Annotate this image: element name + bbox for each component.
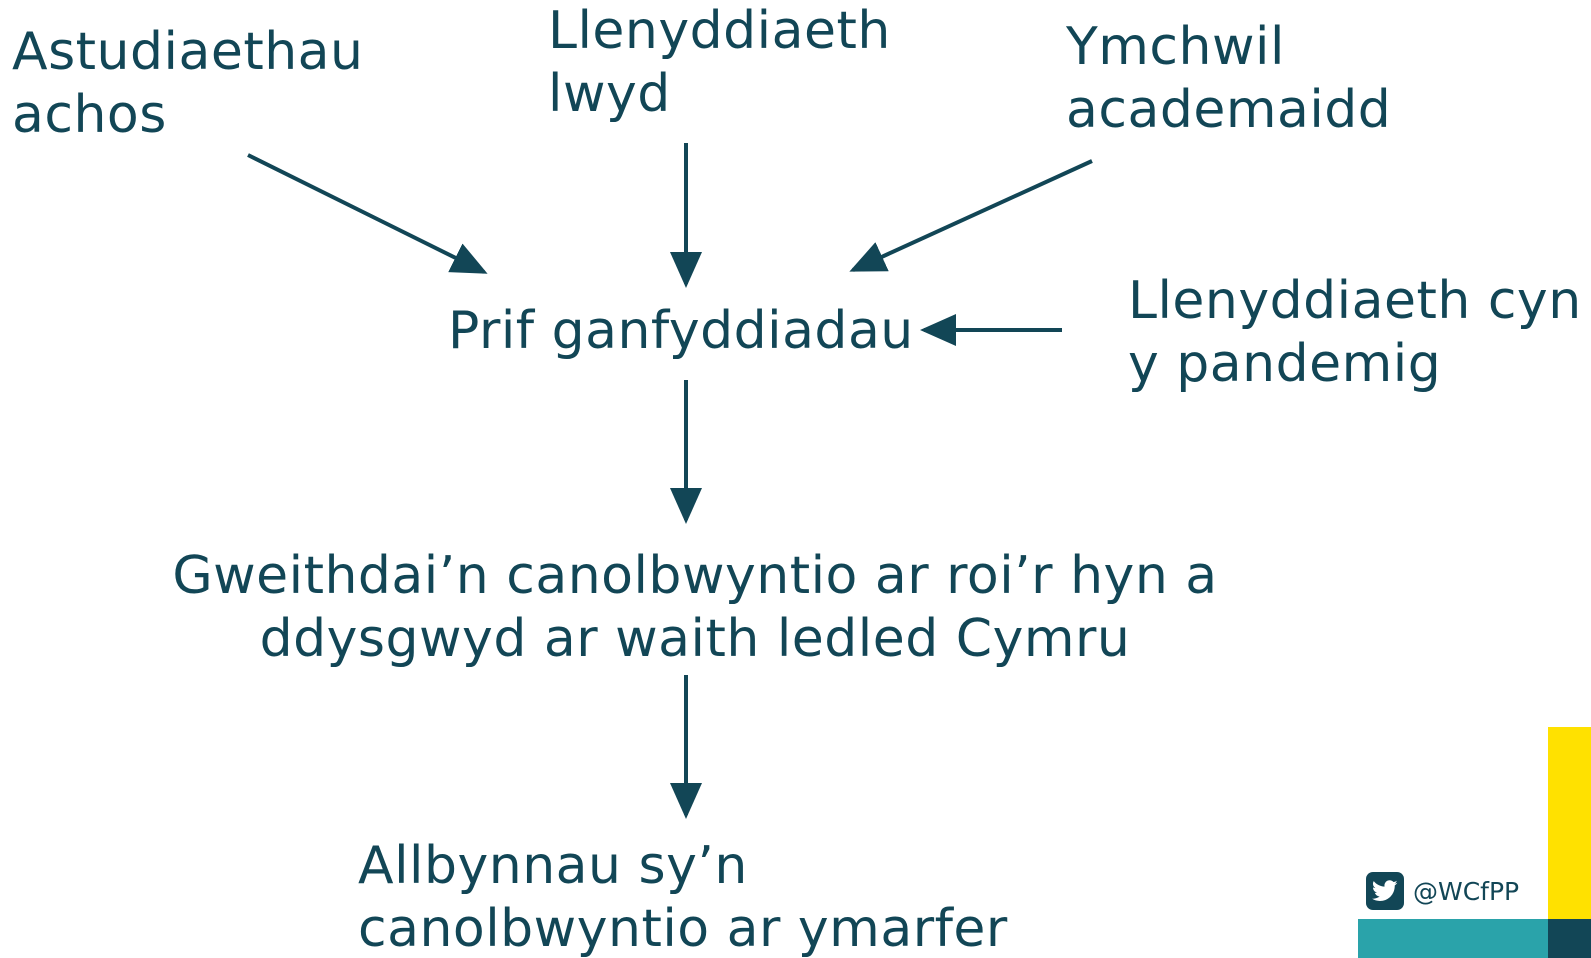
- twitter-bird-icon: [1366, 872, 1404, 910]
- node-academic-research: Ymchwil academaidd: [1066, 16, 1391, 142]
- arrow-academic-research-to-key-findings: [849, 159, 1093, 272]
- node-outputs-line-1: Allbynnau sy’n: [358, 836, 748, 896]
- node-grey-literature-line-2: lwyd: [548, 64, 671, 124]
- node-academic-research-line-1: Ymchwil: [1066, 17, 1285, 77]
- node-case-studies: Astudiaethau achos: [12, 21, 364, 147]
- accent-teal-bar: [1358, 919, 1548, 958]
- accent-navy-block: [1548, 919, 1591, 958]
- node-workshops-line-2: ddysgwyd ar waith ledled Cymru: [259, 609, 1131, 669]
- node-key-findings-line-1: Prif ganfyddiadau: [448, 301, 914, 361]
- accent-yellow-bar: [1548, 727, 1591, 919]
- node-grey-literature: Llenyddiaeth lwyd: [548, 0, 891, 126]
- node-pre-pandemic-literature-line-1: Llenyddiaeth cyn: [1128, 271, 1582, 331]
- node-workshops-line-1: Gweithdai’n canolbwyntio ar roi’r hyn a: [172, 546, 1218, 606]
- node-pre-pandemic-literature-line-2: y pandemig: [1128, 334, 1442, 394]
- node-academic-research-line-2: academaidd: [1066, 80, 1392, 140]
- twitter-handle: @WCfPP: [1413, 876, 1520, 906]
- node-workshops: Gweithdai’n canolbwyntio ar roi’r hyn a …: [150, 545, 1240, 671]
- node-outputs: Allbynnau sy’n canolbwyntio ar ymarfer: [358, 835, 1008, 958]
- node-outputs-line-2: canolbwyntio ar ymarfer: [358, 899, 1008, 958]
- arrow-case-studies-to-key-findings: [247, 153, 488, 274]
- node-key-findings: Prif ganfyddiadau: [448, 300, 914, 363]
- node-pre-pandemic-literature: Llenyddiaeth cyn y pandemig: [1128, 270, 1582, 396]
- node-grey-literature-line-1: Llenyddiaeth: [548, 1, 891, 61]
- node-case-studies-line-2: achos: [12, 85, 167, 145]
- node-case-studies-line-1: Astudiaethau: [12, 22, 364, 82]
- twitter-link[interactable]: @WCfPP: [1366, 872, 1519, 910]
